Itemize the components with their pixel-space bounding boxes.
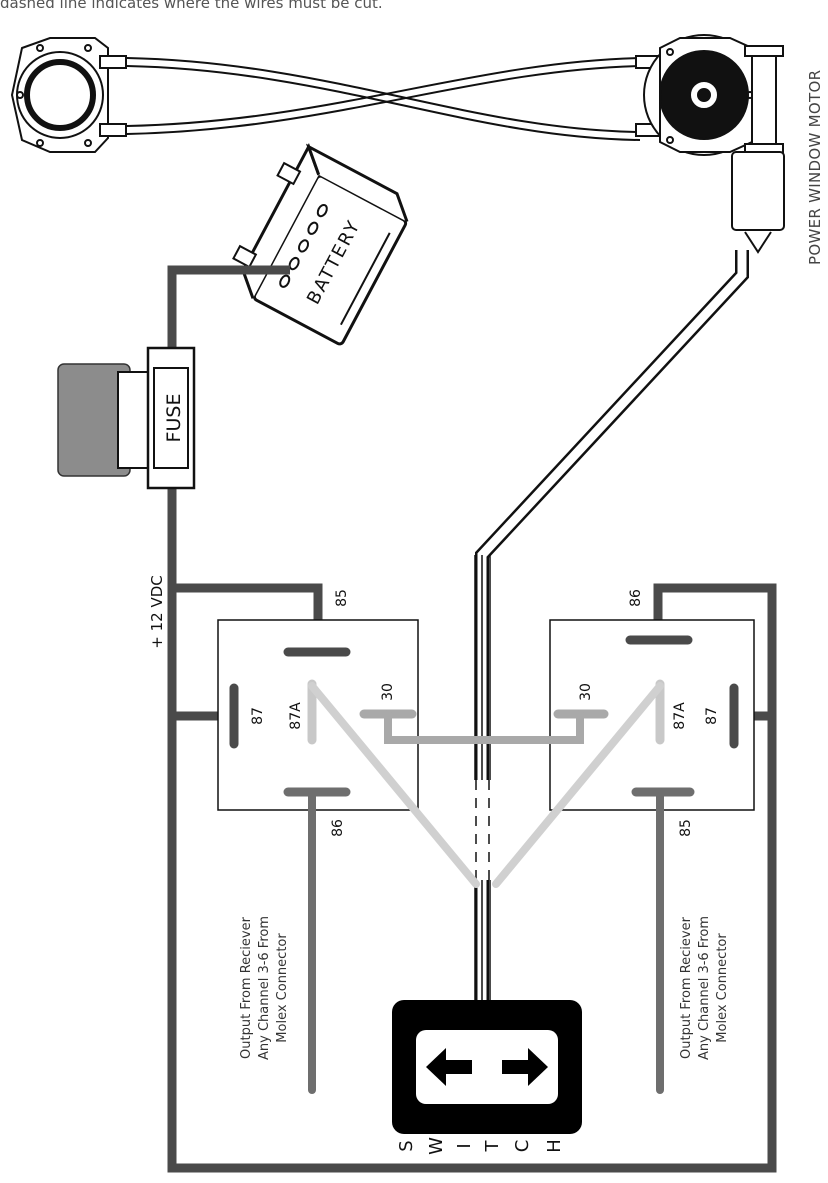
pin-label-86: 86 <box>330 819 346 837</box>
input-label-left: Output From Reciever Any Channel 3-6 Fro… <box>239 916 290 1060</box>
bolt-hole <box>84 139 92 147</box>
svg-text:I: I <box>454 1143 475 1148</box>
pin-label-85: 85 <box>334 589 350 607</box>
diagram-caption: dashed line indicates where the wires mu… <box>0 0 383 12</box>
svg-text:Output From Reciever: Output From Reciever <box>679 916 694 1059</box>
input-label-right: Output From Reciever Any Channel 3-6 Fro… <box>679 916 730 1060</box>
pin-label-87a: 87A <box>288 702 304 730</box>
motor-title: POWER WINDOW MOTOR <box>806 69 824 265</box>
svg-text:Molex Connector: Molex Connector <box>275 933 290 1043</box>
pin-label-30: 30 <box>578 683 594 701</box>
pin-label-87: 87 <box>704 707 720 725</box>
bolt-hole <box>36 44 44 52</box>
battery-terminal <box>232 244 258 269</box>
wire-87a-right <box>492 682 664 888</box>
fuse-holder: FUSE <box>57 346 196 490</box>
arrow-left-icon <box>426 1048 472 1086</box>
svg-text:S: S <box>396 1140 417 1151</box>
svg-text:C: C <box>512 1140 533 1153</box>
svg-text:T: T <box>482 1140 503 1153</box>
relay-interconnect <box>308 682 664 1094</box>
motor-connector <box>744 231 772 254</box>
svg-text:H: H <box>544 1139 565 1153</box>
svg-text:W: W <box>426 1137 447 1155</box>
cable-clamp <box>99 55 127 69</box>
motor-gearbox <box>751 49 777 151</box>
cable <box>125 57 641 127</box>
cable <box>125 65 641 135</box>
battery-terminal <box>276 161 302 186</box>
motor-wire-pair <box>474 250 749 1000</box>
pin-label-87: 87 <box>250 707 266 725</box>
wire-87a-left <box>308 682 480 888</box>
arrow-right-icon <box>502 1048 548 1086</box>
bolt-hole <box>666 48 674 56</box>
window-regulator <box>10 34 785 254</box>
svg-text:Any Channel 3-6 From: Any Channel 3-6 From <box>257 916 272 1060</box>
cable-clamp <box>99 123 127 137</box>
bolt-hole <box>16 91 24 99</box>
svg-text:Molex Connector: Molex Connector <box>715 933 730 1043</box>
pin-label-30: 30 <box>380 683 396 701</box>
voltage-label: + 12 VDC <box>148 575 166 648</box>
pin-label-86: 86 <box>628 589 644 607</box>
bolt-hole <box>84 44 92 52</box>
pin-label-85: 85 <box>678 819 694 837</box>
left-pulley-inner <box>24 59 96 131</box>
svg-text:Any Channel 3-6 From: Any Channel 3-6 From <box>697 916 712 1060</box>
cable <box>125 65 641 141</box>
battery: BATTERY <box>232 143 409 346</box>
bolt-hole <box>36 139 44 147</box>
svg-text:Output From Reciever: Output From Reciever <box>239 916 254 1059</box>
switch-label: S W I T C H <box>396 1137 565 1155</box>
fuse-label: FUSE <box>163 394 185 443</box>
pin-label-87a: 87A <box>672 702 688 730</box>
motor-hub-center <box>697 88 711 102</box>
cable <box>125 57 641 133</box>
wire-30-to-30 <box>384 710 584 744</box>
motor-body <box>731 151 785 231</box>
rocker-switch <box>392 1000 582 1134</box>
bolt-hole <box>666 136 674 144</box>
